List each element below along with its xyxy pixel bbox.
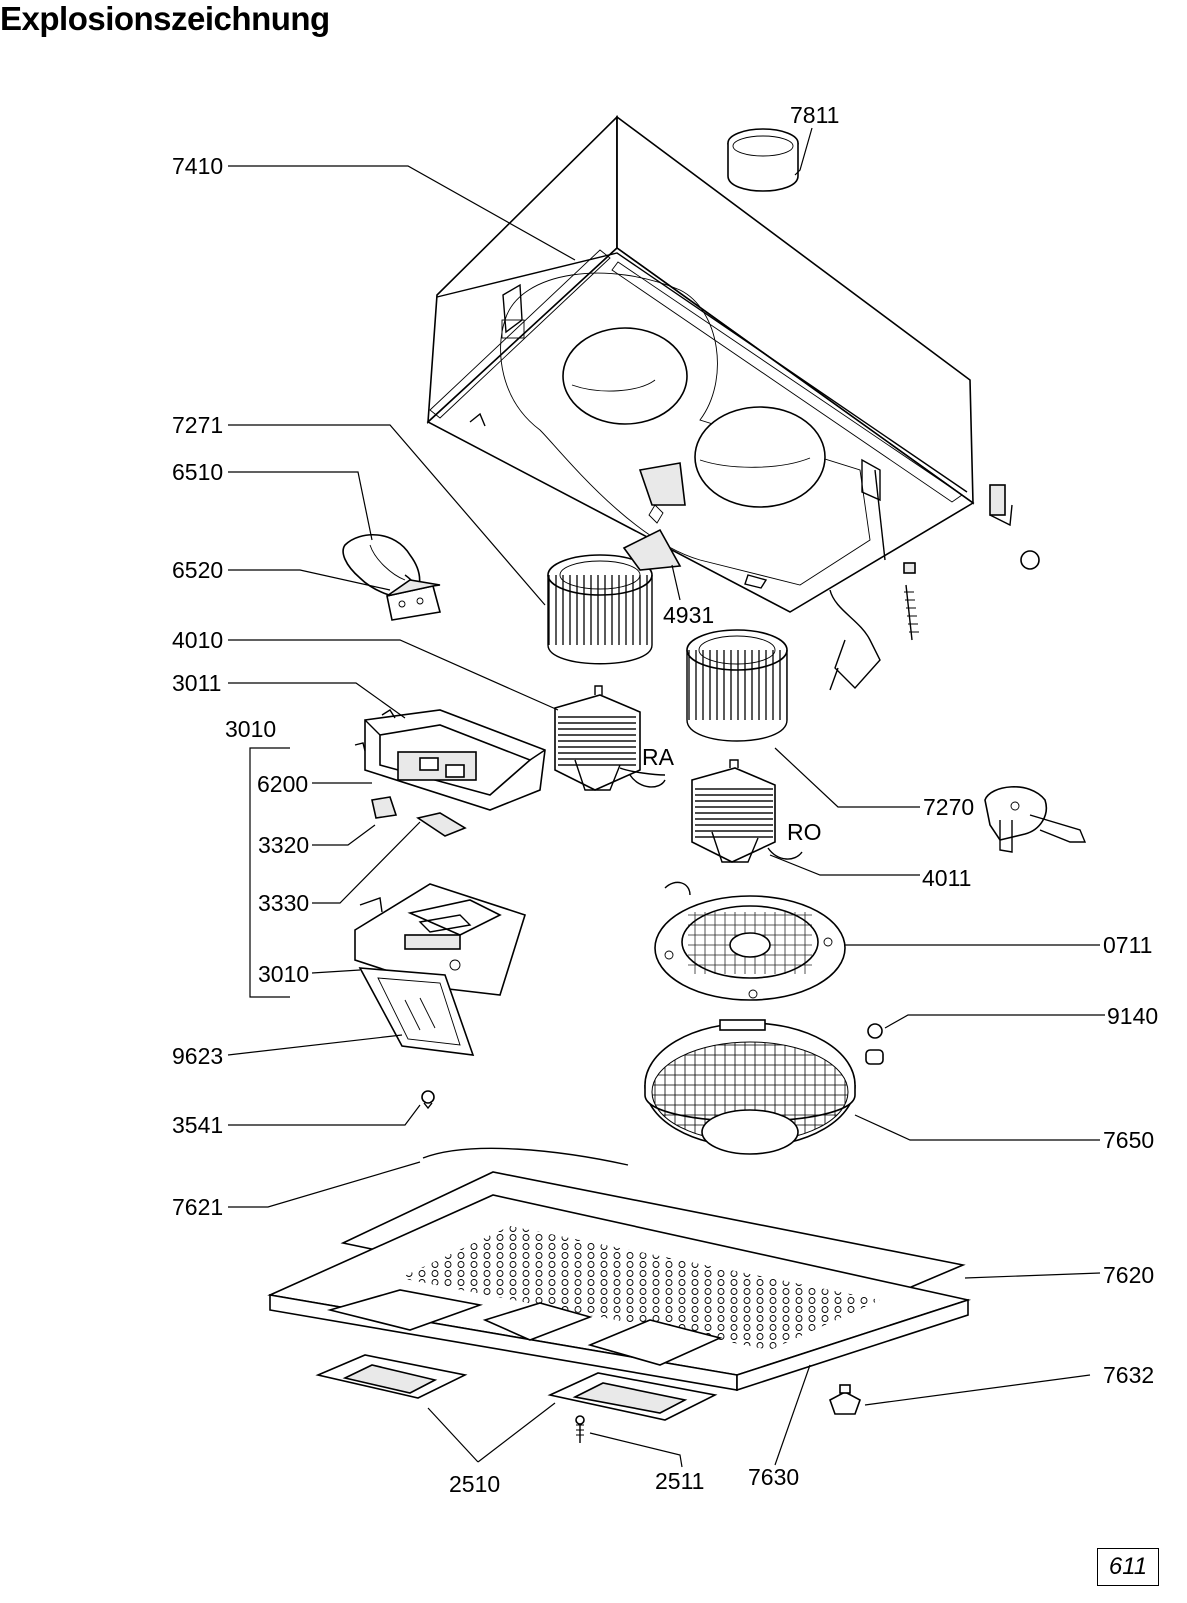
- page-title: Explosionszeichnung: [0, 0, 330, 37]
- duct-flap-4931: [622, 504, 682, 571]
- label-7271: 7271: [172, 412, 223, 438]
- label-6200: 6200: [257, 771, 308, 797]
- clip-3320: [371, 796, 398, 819]
- fastener-3541: [421, 1090, 435, 1110]
- seal-strip-7621: [422, 1147, 629, 1166]
- label-7620: 7620: [1103, 1262, 1154, 1288]
- label-4010: 4010: [172, 627, 223, 653]
- label-3320: 3320: [258, 832, 309, 858]
- label-3330: 3330: [258, 890, 309, 916]
- grille-panel-7630: [267, 1194, 972, 1392]
- clip-7632: [829, 1384, 861, 1415]
- label-2511: 2511: [655, 1468, 704, 1494]
- motor-ro-4011: [691, 759, 803, 863]
- motor-label-ra: RA: [642, 744, 675, 770]
- switch-part: [984, 786, 1087, 853]
- lamp-holder-6520: [386, 579, 442, 621]
- switch-housing-3010: [354, 883, 526, 996]
- label-4011: 4011: [922, 865, 971, 891]
- page-number: 611: [1097, 1548, 1159, 1586]
- label-9140: 9140: [1107, 1003, 1158, 1029]
- motor-label-ro: RO: [787, 819, 822, 845]
- label-7270: 7270: [923, 794, 974, 820]
- group-bracket-3010: [249, 747, 290, 998]
- leader-lines: [227, 127, 1105, 1468]
- collar-7811: [727, 128, 799, 192]
- label-0711: 0711: [1103, 932, 1152, 958]
- fan-wheel-7270: [686, 629, 788, 742]
- clip-3330: [416, 812, 467, 837]
- label-3541: 3541: [172, 1112, 223, 1138]
- glass-cover-9623: [358, 967, 475, 1056]
- label-3010-group: 3010: [225, 716, 276, 742]
- label-6520: 6520: [172, 557, 223, 583]
- switch-housing-3011: [354, 709, 546, 811]
- label-9623: 9623: [172, 1043, 223, 1069]
- label-4931: 4931: [663, 602, 714, 628]
- label-7410: 7410: [172, 153, 223, 179]
- filter-7650: [644, 1019, 856, 1155]
- screw-2511: [575, 1415, 585, 1443]
- fan-housing-0711: [654, 881, 846, 1001]
- part-labels: 7811 7410 7271 6510 6520 4931 4010 3011 …: [172, 102, 1158, 1497]
- cover-2510: [315, 1354, 718, 1421]
- housing-7410: [426, 115, 1040, 691]
- label-7621: 7621: [172, 1194, 223, 1220]
- label-7632: 7632: [1103, 1362, 1154, 1388]
- nut-9140: [865, 1023, 884, 1065]
- label-7650: 7650: [1103, 1127, 1154, 1153]
- fan-wheel-7271: [547, 554, 653, 665]
- label-3011: 3011: [172, 670, 221, 696]
- label-7630: 7630: [748, 1464, 799, 1490]
- label-3010: 3010: [258, 961, 309, 987]
- label-7811: 7811: [790, 102, 839, 128]
- motor-ra-4010: [554, 685, 666, 791]
- label-2510: 2510: [449, 1471, 500, 1497]
- label-6510: 6510: [172, 459, 223, 485]
